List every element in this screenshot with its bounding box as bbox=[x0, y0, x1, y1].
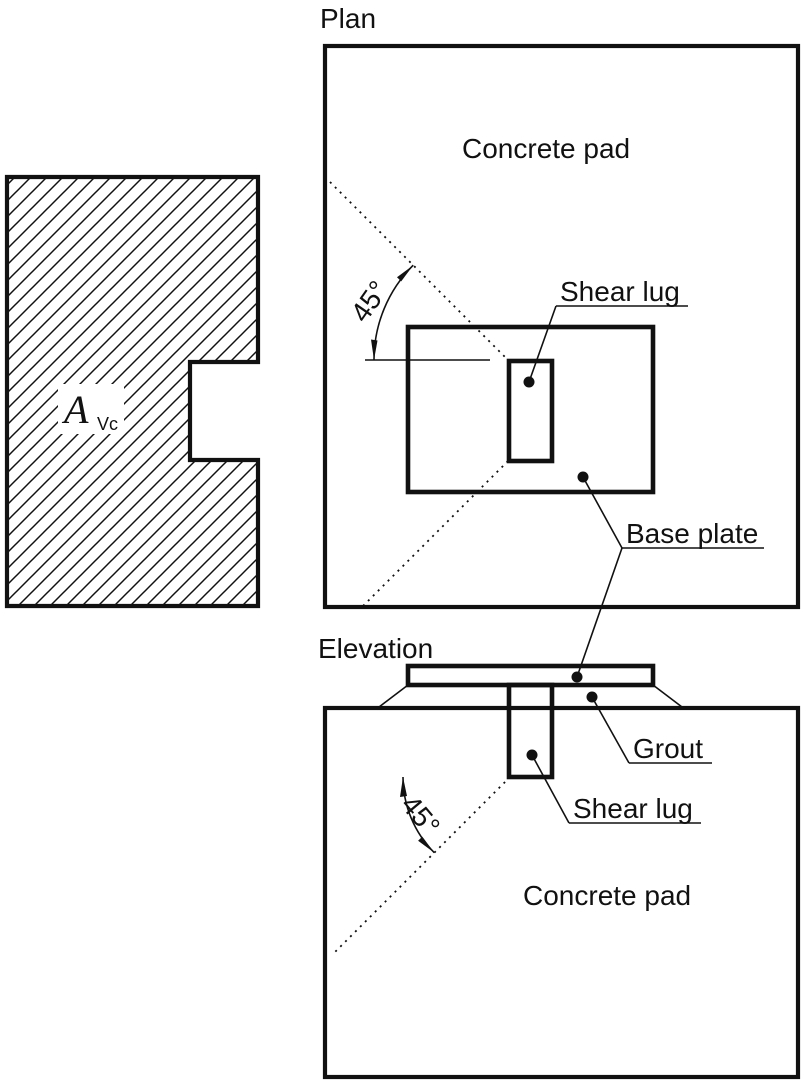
elevation-title: Elevation bbox=[318, 633, 433, 664]
elevation-angle-label: 45° bbox=[395, 789, 446, 841]
plan-shear-lug-outline bbox=[506, 358, 555, 464]
plan-concrete-pad-outline bbox=[322, 43, 801, 610]
elevation-angle-arrow-lower bbox=[418, 836, 435, 853]
elevation-concrete-pad-label: Concrete pad bbox=[523, 880, 691, 911]
elevation-shear-lug-label: Shear lug bbox=[573, 793, 693, 824]
plan-title: Plan bbox=[320, 3, 376, 34]
plan-shear-lug-leader-dot bbox=[523, 376, 535, 388]
base-plate-elevation-dot bbox=[571, 671, 583, 683]
base-plate-plan-dot bbox=[577, 471, 589, 483]
elevation-shear-lug-leader-dot bbox=[526, 749, 538, 761]
grout-slope-left bbox=[378, 684, 409, 708]
plan-angle-label: 45° bbox=[345, 275, 395, 327]
plan-shear-lug-label: Shear lug bbox=[560, 276, 680, 307]
projected-shear-area-shape bbox=[4, 174, 261, 609]
plan-projection-line-upper bbox=[329, 181, 509, 361]
shear-area-label-backing bbox=[58, 384, 124, 434]
plan-base-plate-outline bbox=[405, 324, 656, 495]
grout-slope-right bbox=[652, 684, 683, 708]
plan-shear-lug-leader bbox=[528, 305, 557, 383]
grout-leader-dot bbox=[586, 691, 598, 703]
shear-area-symbol: A bbox=[61, 387, 89, 432]
plan-concrete-pad-label: Concrete pad bbox=[462, 133, 630, 164]
base-plate-label: Base plate bbox=[626, 518, 758, 549]
plan-angle-arrow-upper bbox=[397, 265, 414, 282]
shear-area-subscript: Vc bbox=[97, 414, 118, 434]
elevation-base-plate-outline bbox=[405, 663, 656, 688]
base-plate-leader-to-plan bbox=[582, 476, 623, 549]
elevation-shear-lug-leader bbox=[531, 754, 570, 824]
elevation-shear-lug-outline bbox=[506, 682, 555, 780]
elevation-concrete-pad-outline bbox=[322, 705, 801, 1080]
plan-projection-line-lower bbox=[362, 460, 509, 607]
grout-leader bbox=[591, 696, 630, 764]
grout-label: Grout bbox=[633, 733, 703, 764]
plan-angle-arrow-lower bbox=[371, 339, 378, 360]
base-plate-leader-to-elevation bbox=[576, 547, 623, 678]
elevation-angle-arrow-upper bbox=[400, 777, 407, 797]
